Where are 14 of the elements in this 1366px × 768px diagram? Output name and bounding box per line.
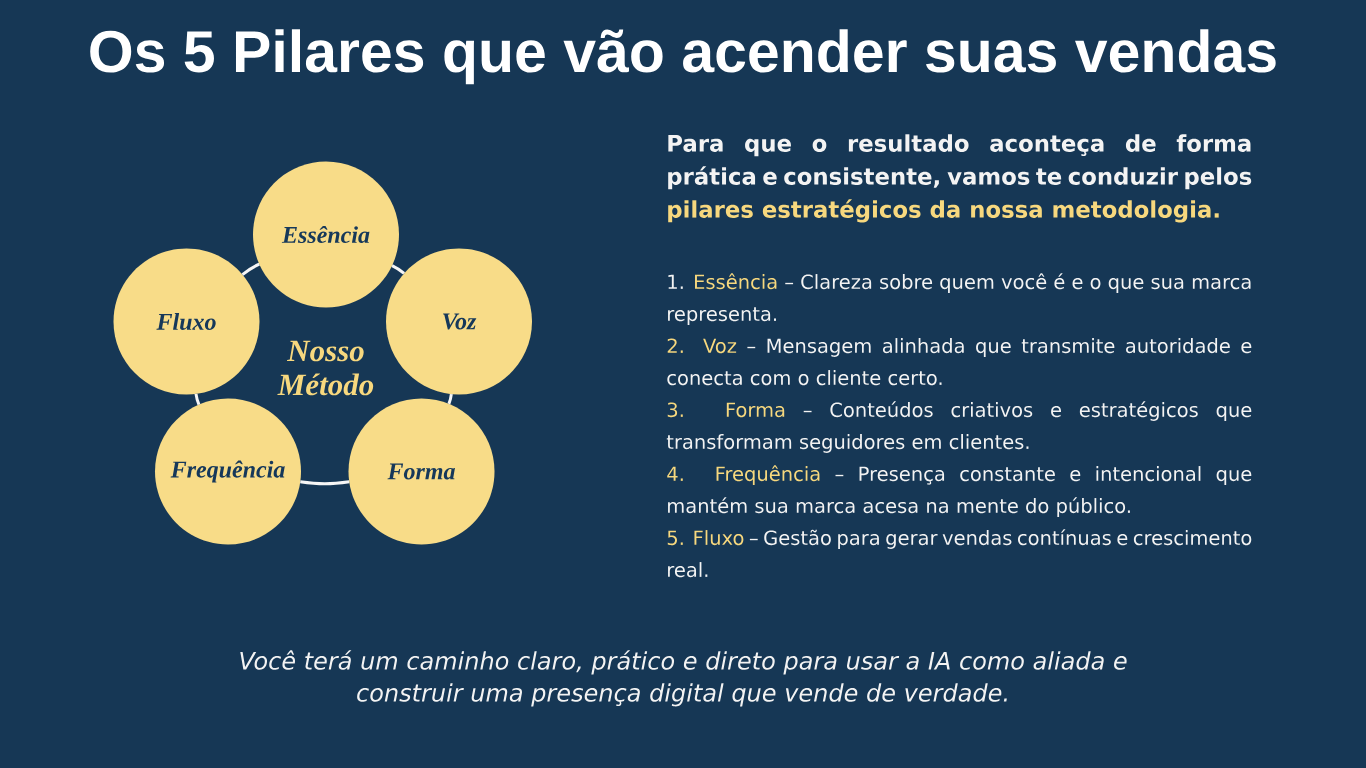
list-item: 4. Frequência – Presença constante e intencional que mantém sua marca acesa na mente do público.: [667, 465, 1252, 517]
ring-connector: [447, 393, 453, 405]
list-item: 1. Essência – Clareza sobre quem você é e o que sua marca representa.: [668, 273, 1251, 325]
ring-connector: [241, 262, 260, 276]
intro-paragraph: Para que o resultado aconteça de forma prática e consistente, vamos te conduzir pelos pilares estratégicos da nossa metodologia.: [668, 134, 1252, 223]
closing-caption: Você terá um caminho claro, prático e direto para usar a IA como aliada e construir uma presença digital que vende de verdade.: [240, 650, 1127, 707]
ring-connector: [391, 264, 406, 275]
center-label: Nosso Método: [277, 340, 374, 396]
ring-connector: [300, 480, 350, 486]
slide-title: Os 5 Pilares que vão acender suas vendas: [90, 29, 1276, 85]
list-item: 3. Forma – Conteúdos criativos e estratégicos que transformam seguidores em clientes.: [666, 401, 1252, 453]
ring-connector: [194, 393, 201, 406]
list-item: 2. Voz – Mensagem alinhada que transmite autoridade e conecta com o cliente certo.: [667, 338, 1252, 386]
list-item: 5. Fluxo – Gestão para gerar vendas contínuas e crescimento real.: [667, 529, 1252, 578]
